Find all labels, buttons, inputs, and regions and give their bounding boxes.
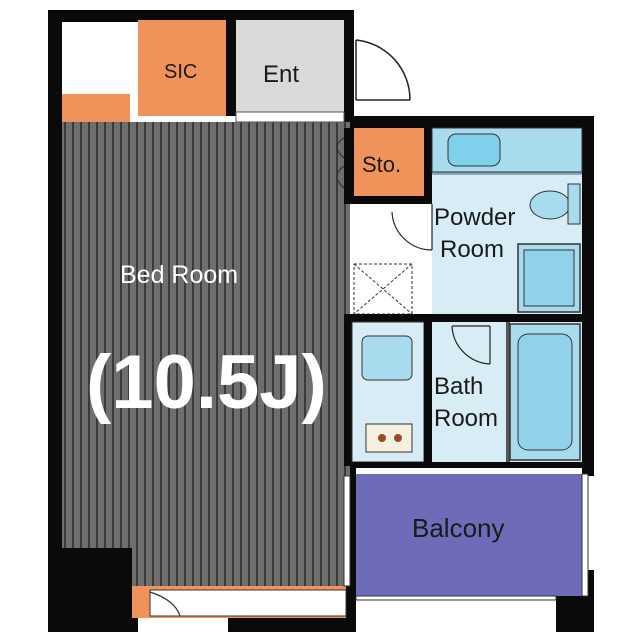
wall-top-right <box>344 116 594 128</box>
bath-room-label-line2: Room <box>434 405 498 432</box>
wall-bottom-center <box>228 618 356 632</box>
storage-door <box>336 137 345 189</box>
powder-room-label-line1: Powder <box>434 204 515 231</box>
bath-room-door <box>451 325 491 365</box>
wall-entrance-right <box>344 10 354 122</box>
bedroom-closet-shelf <box>62 94 130 122</box>
kitchen-wall-right <box>424 322 432 466</box>
powder-room: Powder Room <box>391 127 583 316</box>
kitchen-sink-icon <box>361 335 413 381</box>
bedroom-label: Bed Room <box>120 261 238 289</box>
wall-right <box>582 116 594 476</box>
balcony-rail-bottom <box>355 595 557 601</box>
entrance-door <box>355 39 411 101</box>
kitchen-wall-left <box>344 314 352 466</box>
powder-room-door <box>391 204 433 251</box>
bath-room: Bath Room <box>352 322 584 468</box>
bath-room-wall-bottom <box>352 462 584 468</box>
storage: Sto. <box>336 122 432 204</box>
sic-floor <box>138 20 226 116</box>
sic-label: SIC <box>164 61 197 83</box>
stove-burner-right-icon <box>394 434 402 442</box>
wall-left <box>48 10 62 632</box>
bedroom-floor <box>62 122 350 592</box>
entrance-floor <box>236 20 344 112</box>
storage-label: Sto. <box>362 152 401 177</box>
bedroom-size-label: (10.5J) <box>86 340 327 425</box>
sic-closet: SIC <box>138 20 242 116</box>
balcony-floor <box>356 474 582 596</box>
balcony-label: Balcony <box>412 513 505 543</box>
window-frame <box>149 589 347 617</box>
balcony: Balcony <box>355 473 589 601</box>
storage-floor <box>354 128 424 196</box>
balcony-window-frame <box>343 475 351 587</box>
toilet-icon <box>529 183 581 225</box>
bath-room-divider <box>506 322 510 462</box>
entrance: Ent <box>235 20 411 123</box>
entrance-step <box>235 111 345 123</box>
sic-wall <box>226 20 236 116</box>
balcony-window <box>343 475 351 587</box>
stove-burner-left-icon <box>378 434 386 442</box>
bottom-window <box>132 586 347 618</box>
powder-room-label-line2: Room <box>440 236 504 263</box>
wall-left-block <box>48 548 132 632</box>
storage-wall-bottom <box>344 196 432 204</box>
storage-wall-left <box>344 128 354 200</box>
vanity-sink-icon <box>447 133 501 167</box>
washing-machine-inner <box>523 249 575 307</box>
wall-top-left <box>48 10 354 22</box>
kitchen-wall-top <box>344 314 584 322</box>
entrance-label: Ent <box>263 61 299 88</box>
storage-wall-right <box>424 122 432 204</box>
balcony-rail <box>581 473 589 597</box>
bathtub-inner <box>517 333 573 451</box>
window-door-swing <box>149 591 181 617</box>
powder-room-divider <box>432 172 582 175</box>
stove-icon <box>365 423 413 453</box>
bath-room-label-line1: Bath <box>434 373 483 400</box>
bedroom: Bed Room (10.5J) <box>62 94 350 592</box>
fridge-space <box>353 263 413 315</box>
